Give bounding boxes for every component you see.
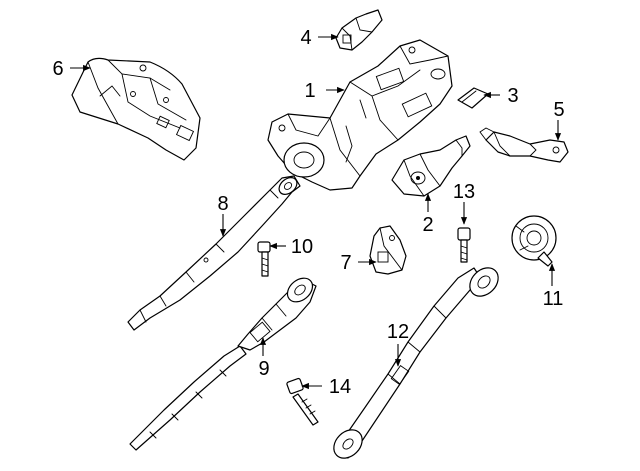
part-7-bracket (369, 225, 407, 275)
callout-5: 5 (553, 99, 564, 121)
part-13-bolt (457, 227, 471, 263)
callout-13: 13 (453, 181, 475, 203)
callout-11: 11 (543, 288, 564, 310)
callout-3: 3 (507, 85, 518, 107)
callout-1: 1 (304, 80, 315, 102)
part-5-bracket (479, 127, 569, 163)
callout-10: 10 (291, 236, 313, 258)
callout-4: 4 (300, 27, 311, 49)
part-14-bolt (286, 377, 319, 426)
part-2-lock-housing (391, 135, 471, 197)
callout-14: 14 (329, 376, 351, 398)
callout-6: 6 (52, 58, 63, 80)
part-12-lower-shaft (333, 267, 499, 459)
callout-9: 9 (258, 358, 269, 380)
part-10-bolt (257, 241, 271, 277)
leader-lines (70, 33, 562, 390)
part-8-support-arm (127, 175, 301, 331)
part-3-clip (457, 87, 489, 109)
part-4-bracket (335, 9, 383, 51)
part-1-steering-column (267, 39, 453, 191)
part-9-intermediate-shaft (129, 277, 317, 451)
callout-7: 7 (340, 252, 351, 274)
callout-12: 12 (387, 321, 409, 343)
callout-labels: 1 2 3 4 5 6 7 8 9 10 11 12 13 14 (52, 27, 564, 398)
part-6-column-shroud (71, 57, 201, 161)
callout-2: 2 (422, 214, 433, 236)
callout-8: 8 (217, 193, 228, 215)
part-11-boot-seal (511, 215, 557, 267)
